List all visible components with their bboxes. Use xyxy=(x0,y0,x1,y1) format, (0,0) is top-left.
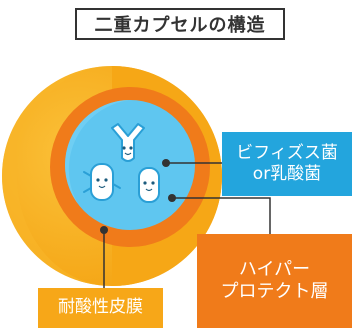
connector-resist xyxy=(100,226,108,288)
bifidus-bacterium-icon xyxy=(111,123,145,162)
bifidus-label-line1: ビフィズス菌 xyxy=(236,142,338,163)
bifidus-label-line2: or乳酸菌 xyxy=(252,164,322,184)
acid-resistant-label: 耐酸性皮膜 xyxy=(38,288,163,328)
diagram-title: 二重カプセルの構造 xyxy=(75,8,285,40)
lactic-bacterium-icon xyxy=(138,167,160,203)
hyper-label-line2: プロテクト層 xyxy=(220,281,329,302)
hyper-label-line1: ハイパー xyxy=(238,258,311,280)
hyper-protect-label: ハイパー プロテクト層 xyxy=(197,234,352,328)
bifidus-label: ビフィズス菌 or乳酸菌 xyxy=(222,132,352,196)
lactic-bacterium-icon xyxy=(83,163,121,201)
connector-bifidus xyxy=(162,159,222,167)
connector-hyper xyxy=(168,194,271,234)
